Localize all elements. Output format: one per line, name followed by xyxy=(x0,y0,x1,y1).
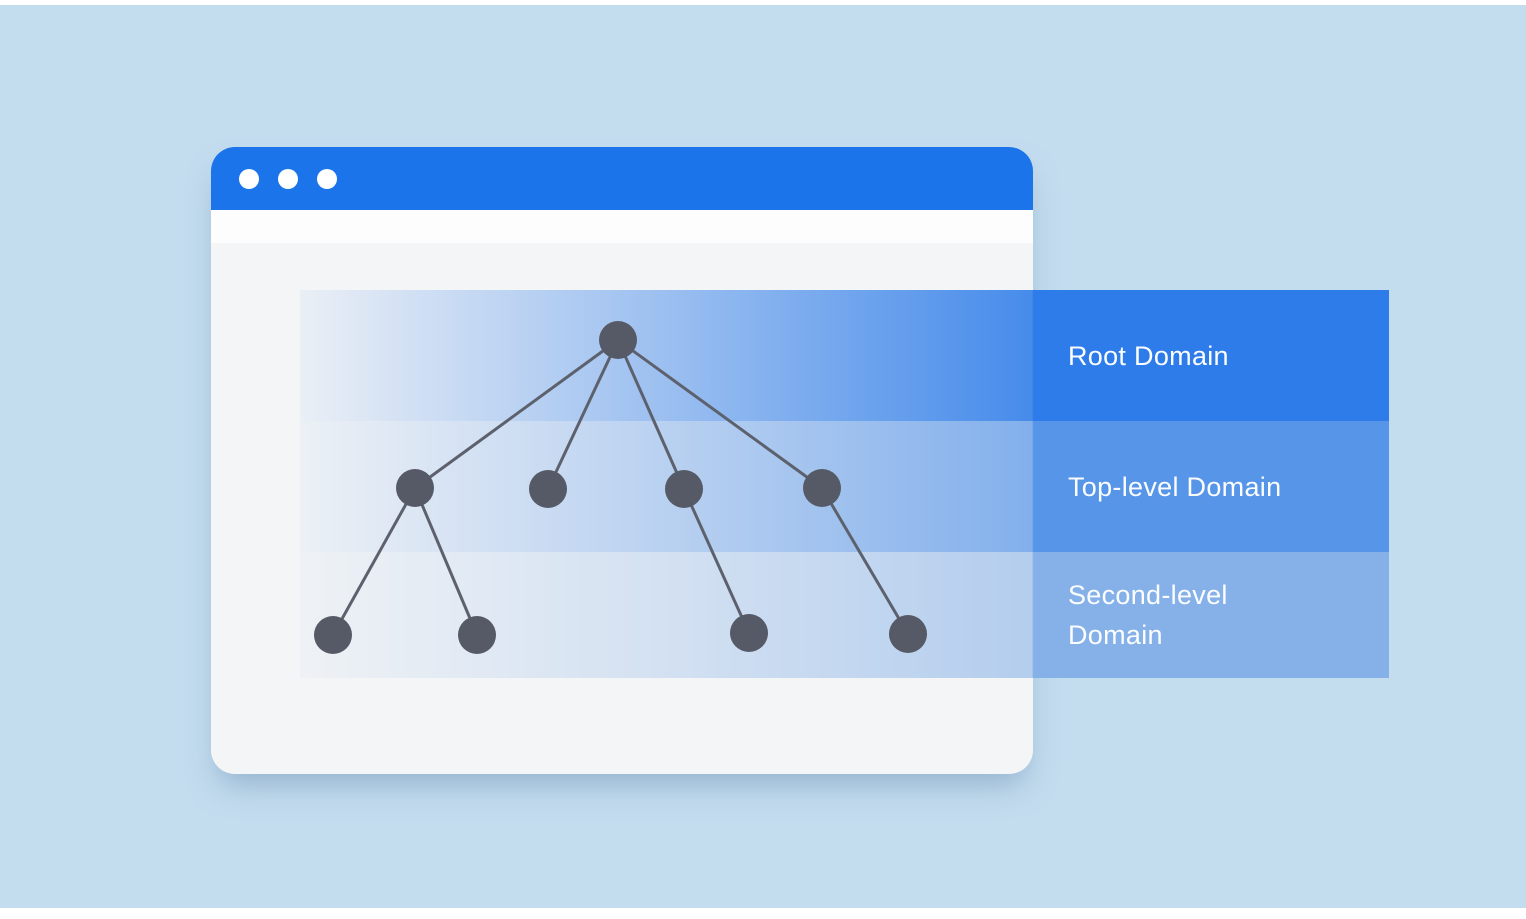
browser-url-strip xyxy=(211,210,1033,243)
band-label-top-level-domain: Top-level Domain xyxy=(1068,471,1282,502)
window-control-dot xyxy=(317,168,337,189)
band-second-level-domain: Second-level Domain xyxy=(300,552,1389,678)
band-root-domain: Root Domain xyxy=(300,290,1389,421)
browser-titlebar xyxy=(211,147,1033,210)
page-background: Root Domain Top-level Domain Second-leve… xyxy=(0,5,1526,908)
band-label-root-domain: Root Domain xyxy=(1068,340,1229,371)
band-top-level-domain: Top-level Domain xyxy=(300,421,1389,552)
window-control-dot xyxy=(239,168,259,189)
band-label-second-level-domain: Second-level Domain xyxy=(1068,580,1228,650)
window-control-dot xyxy=(278,168,298,189)
